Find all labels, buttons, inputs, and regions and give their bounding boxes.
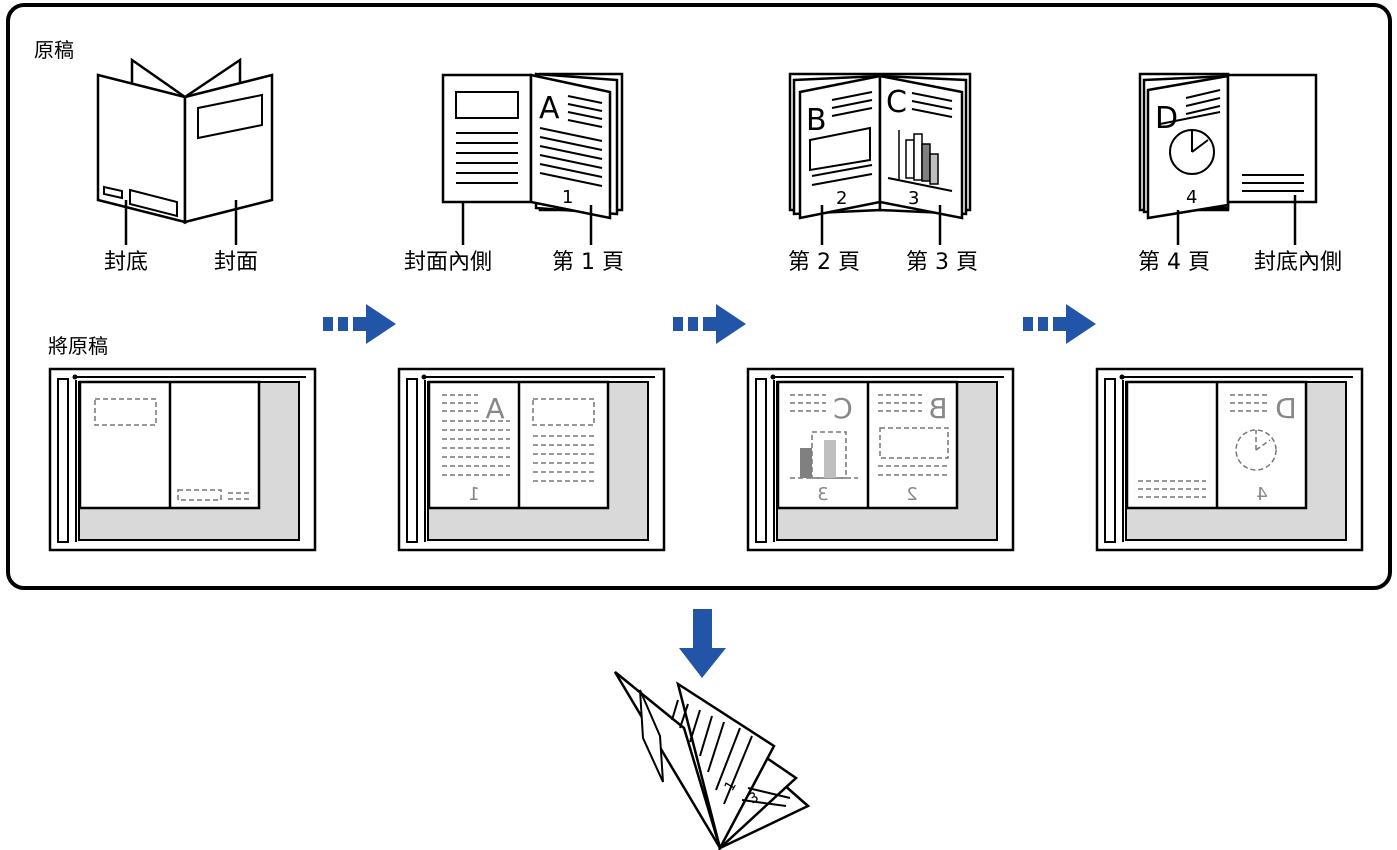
page3-letter: C (886, 85, 907, 120)
open-book-icon (441, 72, 624, 245)
arrow-down-icon (679, 609, 726, 678)
page4-letter: D (1155, 101, 1178, 136)
page2-letter: B (806, 103, 827, 138)
arrow-right-icon (1023, 304, 1096, 344)
scanned-letter-a: A (485, 392, 504, 425)
page1-letter: A (539, 91, 560, 126)
label-page3: 第 3 頁 (906, 250, 978, 275)
page2-number: 2 (836, 188, 847, 209)
page3-number: 3 (908, 188, 919, 209)
label-front-cover: 封面 (213, 250, 259, 275)
scanner-glass-icon: C B 3 2 (746, 367, 1015, 552)
booklet-cover-icon (96, 57, 274, 245)
original-section-title: 原稿 (34, 38, 74, 62)
scanned-number-3: 3 (817, 484, 828, 505)
place-section-title: 將原稿 (48, 334, 108, 358)
scanned-letter-c: C (833, 392, 853, 425)
page4-number: 4 (1186, 187, 1197, 208)
scanned-number-2: 2 (906, 484, 917, 505)
label-page4: 第 4 頁 (1138, 250, 1210, 275)
arrow-right-icon (673, 304, 746, 344)
scanned-letter-d: D (1275, 392, 1297, 425)
label-page1: 第 1 頁 (552, 250, 624, 275)
scanned-number-4: 4 (1256, 484, 1267, 505)
label-back-cover: 封底 (103, 250, 149, 275)
arrow-right-icon (323, 304, 396, 344)
open-book-icon (788, 72, 972, 245)
folded-booklet-icon (613, 671, 811, 850)
panel-border (6, 3, 1392, 590)
scanned-letter-b: B (928, 392, 947, 425)
label-page2: 第 2 頁 (788, 250, 860, 275)
scanned-number-1: 1 (468, 484, 479, 505)
scanner-glass-icon: D 4 (1095, 367, 1364, 552)
page1-number: 1 (562, 187, 573, 208)
open-book-icon (1138, 72, 1318, 245)
scanner-glass-icon: A 1 (397, 367, 666, 552)
label-inside-front-cover: 封面內側 (403, 250, 493, 275)
scanner-glass-icon (48, 367, 317, 552)
label-inside-back-cover: 封底內側 (1253, 250, 1343, 275)
